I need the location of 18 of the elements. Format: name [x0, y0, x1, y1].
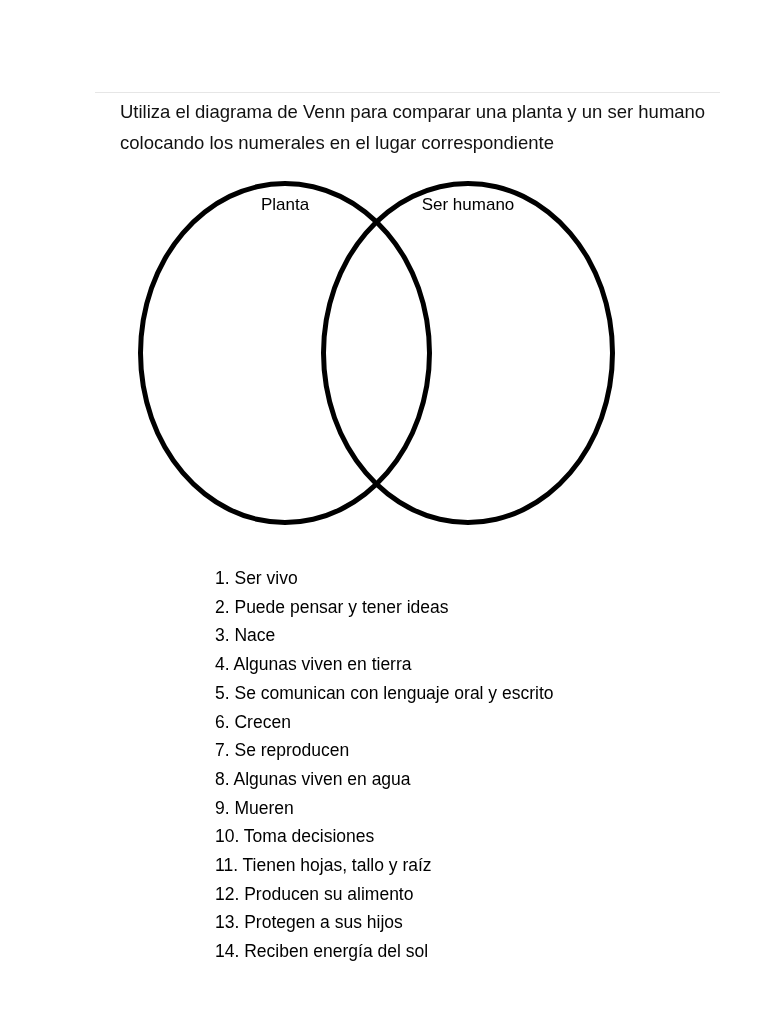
- list-item: 13. Protegen a sus hijos: [215, 911, 403, 935]
- venn-circle: [321, 181, 615, 525]
- list-item: 10. Toma decisiones: [215, 825, 375, 849]
- list-item: 2. Puede pensar y tener ideas: [215, 595, 449, 619]
- list-item: 9. Mueren: [215, 796, 294, 820]
- list-item: 4. Algunas viven en tierra: [215, 653, 412, 677]
- list-item: 1. Ser vivo: [215, 567, 298, 590]
- list-item: 6. Crecen: [215, 710, 291, 734]
- list-item: 5. Se comunican con lenguaje oral y escrito: [215, 681, 554, 705]
- list-item: 8. Algunas viven en agua: [215, 767, 411, 791]
- list-item: 3. Nace: [215, 624, 276, 648]
- list-item: 7. Se reproducen: [215, 739, 350, 763]
- list-item: 14. Reciben energía del sol: [215, 940, 429, 964]
- title: Utiliza el diagrama de Venn para comparar una planta y un ser humano colocando los numerales en el lugar correspondiente: [120, 100, 707, 155]
- circle-label: Planta: [260, 194, 310, 216]
- list-item: 11. Tienen hojas, tallo y raíz: [215, 854, 432, 878]
- circle-label: Ser humano: [421, 194, 515, 216]
- list-item: 12. Producen su alimento: [215, 882, 414, 906]
